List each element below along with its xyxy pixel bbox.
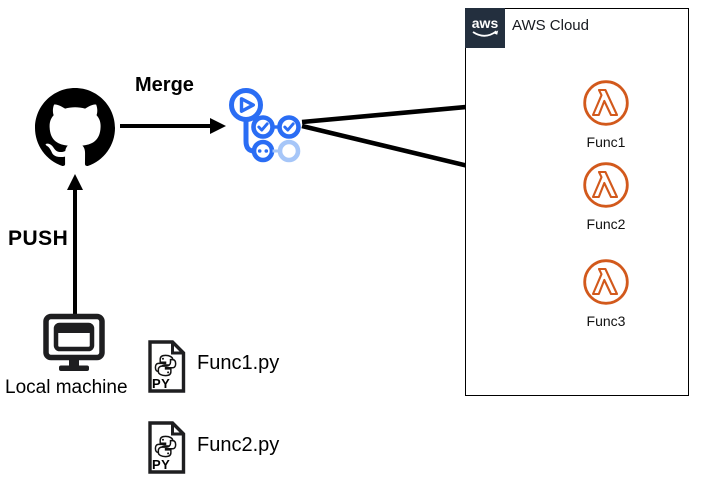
py-badge: PY — [152, 457, 170, 472]
aws-logo-text: aws — [472, 15, 499, 31]
python-file-icon: PY — [146, 420, 187, 475]
lambda-icon — [583, 80, 629, 126]
monitor-icon — [42, 313, 106, 373]
merge-label: Merge — [135, 74, 194, 96]
aws-logo-badge: aws — [465, 8, 505, 48]
lambda-func3-label: Func3 — [586, 313, 626, 329]
aws-cloud-title: AWS Cloud — [512, 17, 589, 34]
aws-cloud-box — [465, 8, 689, 396]
lambda-func2: Func2 — [561, 161, 651, 232]
github-actions-icon — [227, 84, 303, 164]
file1-label: Func1.py — [197, 352, 280, 374]
lambda-func1-label: Func1 — [586, 134, 626, 150]
lambda-icon — [583, 259, 629, 305]
py-badge: PY — [152, 376, 170, 391]
lambda-func1: Func1 — [561, 79, 651, 150]
lambda-func3: Func3 — [561, 258, 651, 329]
python-file-icon: PY — [146, 339, 187, 394]
local-machine-label: Local machine — [5, 377, 128, 398]
github-icon — [34, 88, 115, 168]
lambda-icon — [583, 162, 629, 208]
lambda-func2-label: Func2 — [586, 216, 626, 232]
push-label: PUSH — [8, 227, 69, 250]
file2-label: Func2.py — [197, 434, 280, 456]
